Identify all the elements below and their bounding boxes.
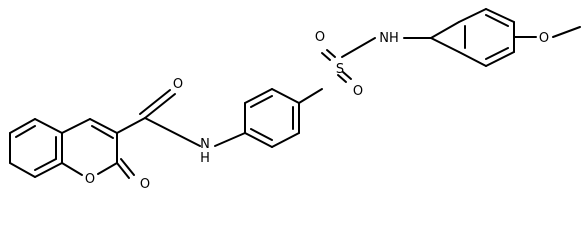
- sulfonyl-oxygen-bottom-label: O: [353, 84, 363, 99]
- phenylene-ring: [214, 88, 300, 148]
- carboxamide: [116, 89, 201, 147]
- methoxy-oxygen-label: O: [539, 31, 549, 46]
- benzo-ring: [9, 118, 63, 178]
- pyranone-ring: [61, 118, 135, 179]
- methoxyphenyl-ring: [403, 8, 515, 67]
- lactone-oxygen-label: O: [140, 177, 150, 192]
- sulfonamide: [298, 37, 376, 104]
- sulfonamide-nh-label: NH: [379, 31, 399, 46]
- ring-oxygen-label: O: [85, 172, 95, 187]
- sulfur-label: S: [336, 62, 344, 77]
- amide-oxygen-label: O: [173, 77, 183, 92]
- methoxy: [513, 26, 581, 38]
- sulfonyl-oxygen-top-label: O: [315, 30, 325, 45]
